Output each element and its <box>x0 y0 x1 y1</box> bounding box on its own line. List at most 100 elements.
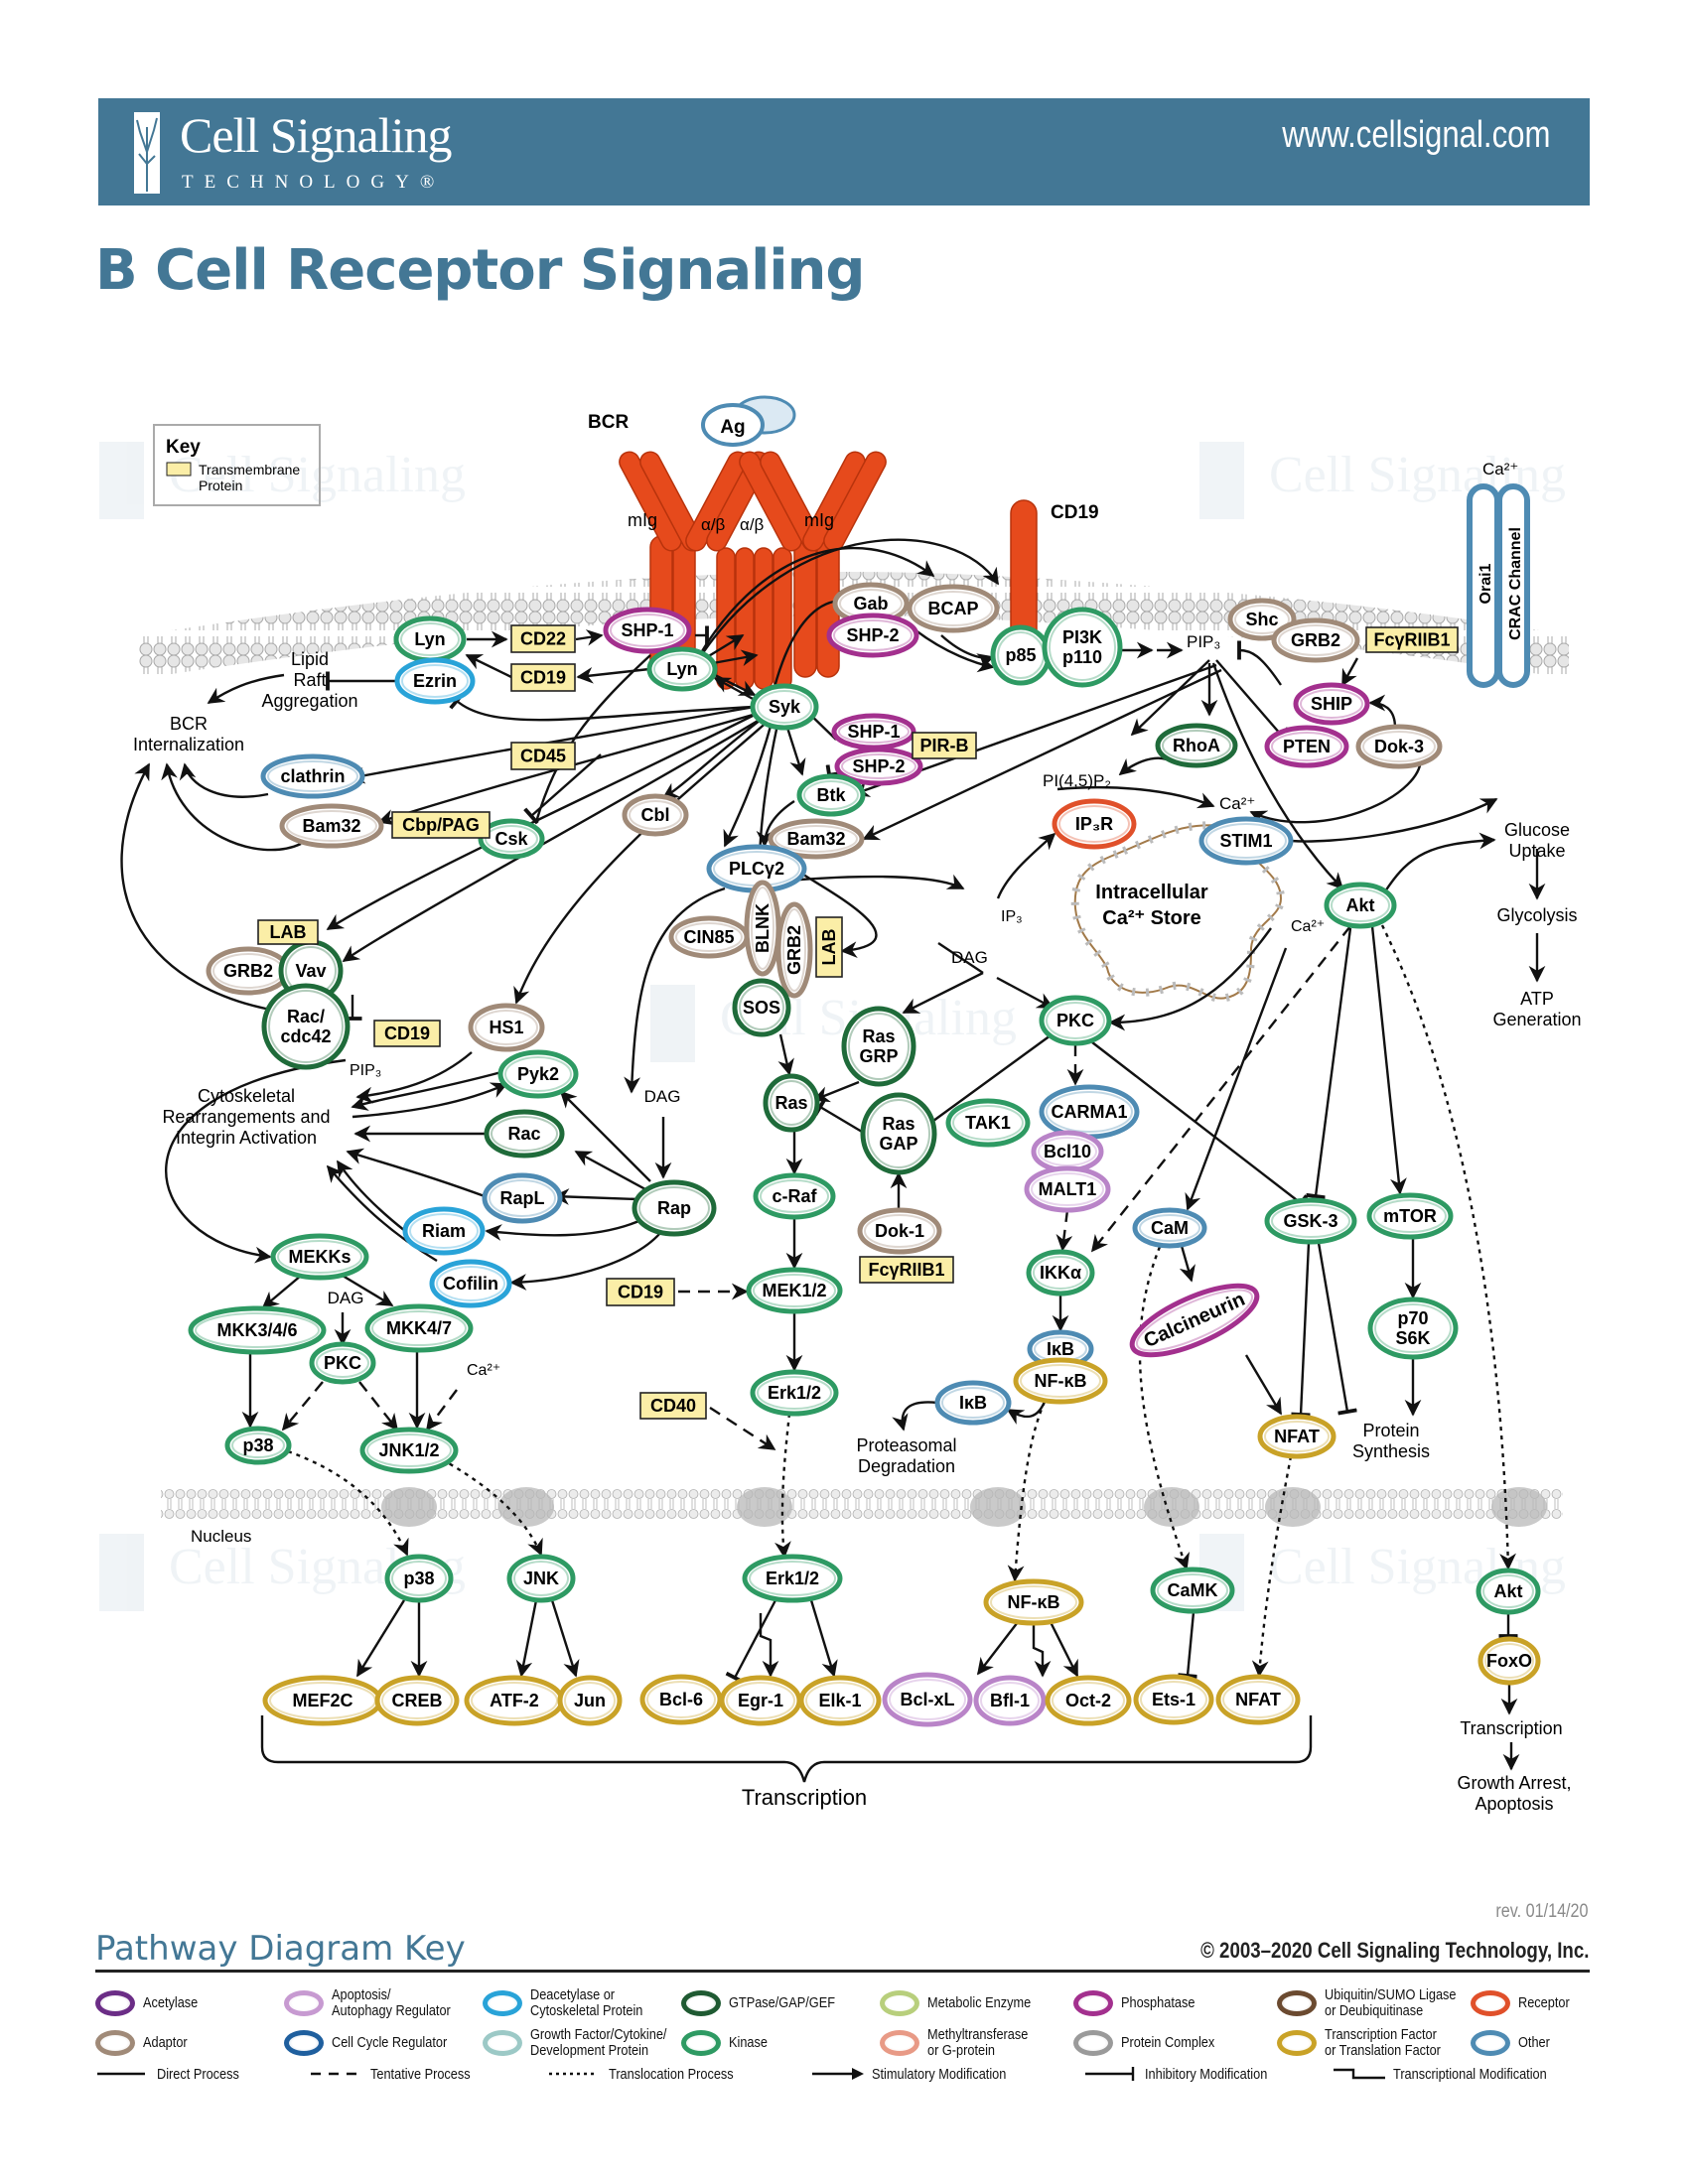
node-cbl[interactable]: Cbl <box>622 793 689 837</box>
node-lyn-a[interactable]: Lyn <box>393 615 467 663</box>
node-cam[interactable]: CaM <box>1132 1207 1207 1249</box>
node-dok1[interactable]: Dok-1 <box>857 1207 942 1255</box>
box-lab-a[interactable]: LAB <box>257 919 319 945</box>
box-cd19-b[interactable]: CD19 <box>373 1020 441 1047</box>
node-hs1[interactable]: HS1 <box>468 1003 545 1052</box>
node-shp2-b[interactable]: SHP-2 <box>834 747 923 786</box>
node-atf2[interactable]: ATF-2 <box>464 1675 565 1726</box>
node-jnk[interactable]: JNK <box>506 1554 576 1603</box>
box-cd45[interactable]: CD45 <box>510 742 576 770</box>
node-cofilin[interactable]: Cofilin <box>429 1259 512 1308</box>
node-bcl10[interactable]: Bcl10 <box>1031 1130 1104 1173</box>
node-lyn-b[interactable]: Lyn <box>646 646 718 692</box>
node-nfat-b[interactable]: NFAT <box>1215 1674 1301 1725</box>
node-erk-b[interactable]: Erk1/2 <box>742 1554 843 1603</box>
node-p38-b[interactable]: p38 <box>384 1554 454 1603</box>
node-jnk12[interactable]: JNK1/2 <box>359 1427 459 1474</box>
node-pyk2[interactable]: Pyk2 <box>497 1049 579 1099</box>
node-mef2c[interactable]: MEF2C <box>262 1675 383 1726</box>
node-mkk346[interactable]: MKK3/4/6 <box>188 1305 327 1355</box>
node-ezrin[interactable]: Ezrin <box>394 657 476 705</box>
node-rac[interactable]: Rac <box>484 1109 565 1159</box>
node-craf[interactable]: c-Raf <box>753 1172 836 1220</box>
node-ikb-b[interactable]: IκB <box>934 1380 1012 1426</box>
node-nfat-a[interactable]: NFAT <box>1257 1414 1336 1459</box>
box-lab-b[interactable]: LAB <box>815 916 843 978</box>
node-akt-b[interactable]: Akt <box>1476 1568 1541 1615</box>
node-rhoa[interactable]: RhoA <box>1155 723 1238 768</box>
node-bam32-b[interactable]: Bam32 <box>768 818 865 860</box>
node-mek12[interactable]: MEK1/2 <box>746 1267 843 1314</box>
node-grb2-c[interactable]: GRB2 <box>206 946 291 996</box>
node-oct2[interactable]: Oct-2 <box>1045 1675 1132 1726</box>
node-pkc-b[interactable]: PKC <box>309 1341 376 1385</box>
node-pkc-a[interactable]: PKC <box>1039 995 1112 1046</box>
node-riam[interactable]: Riam <box>402 1206 486 1256</box>
node-egr1[interactable]: Egr-1 <box>719 1675 802 1726</box>
node-bfl1[interactable]: Bfl-1 <box>973 1675 1047 1726</box>
node-shp2-a[interactable]: SHP-2 <box>826 613 919 658</box>
node-dok3[interactable]: Dok-3 <box>1355 724 1443 769</box>
box-cd40[interactable]: CD40 <box>639 1392 707 1420</box>
node-rac-cdc42[interactable]: Rac/cdc42 <box>261 983 351 1070</box>
node-pten[interactable]: PTEN <box>1264 725 1349 768</box>
box-cd19-c[interactable]: CD19 <box>606 1278 675 1306</box>
box-pirb[interactable]: PIR-B <box>912 732 977 759</box>
node-bclxl[interactable]: Bcl-xL <box>882 1672 973 1727</box>
node-bcl6[interactable]: Bcl-6 <box>639 1674 723 1725</box>
node-ikka[interactable]: IKKα <box>1026 1249 1095 1297</box>
node-nfkb-a[interactable]: NF-κB <box>1013 1357 1108 1405</box>
node-gsk3[interactable]: GSK-3 <box>1264 1197 1357 1245</box>
node-shape <box>1476 1568 1541 1615</box>
node-rapl[interactable]: RapL <box>482 1172 563 1224</box>
box-cd19-a[interactable]: CD19 <box>510 663 576 692</box>
node-tak1[interactable]: TAK1 <box>945 1098 1031 1148</box>
node-foxo[interactable]: FoxO <box>1477 1636 1541 1686</box>
node-mtor[interactable]: mTOR <box>1366 1192 1454 1240</box>
node-label: p38 <box>242 1435 273 1455</box>
node-malt1[interactable]: MALT1 <box>1024 1165 1111 1213</box>
box-fcg-b[interactable]: FcγRIIB1 <box>859 1256 954 1284</box>
node-camk[interactable]: CaMK <box>1150 1567 1235 1614</box>
node-mkk47[interactable]: MKK4/7 <box>364 1303 474 1353</box>
node-cin85[interactable]: CIN85 <box>668 915 750 959</box>
node-shape <box>934 1380 1012 1426</box>
node-p85[interactable]: p85 <box>990 624 1052 686</box>
box-cd22[interactable]: CD22 <box>510 624 576 653</box>
node-carma1[interactable]: CARMA1 <box>1039 1084 1140 1140</box>
node-rap[interactable]: Rap <box>632 1179 717 1237</box>
node-sos[interactable]: SOS <box>732 978 791 1037</box>
website-link[interactable]: www.cellsignal.com <box>1281 114 1550 156</box>
node-p38-a[interactable]: p38 <box>224 1426 292 1465</box>
node-jun[interactable]: Jun <box>557 1675 623 1726</box>
node-stim1[interactable]: STIM1 <box>1198 816 1294 866</box>
node-ras[interactable]: Ras <box>763 1073 820 1133</box>
node-csk[interactable]: Csk <box>478 818 545 860</box>
box-cbp[interactable]: Cbp/PAG <box>391 811 491 839</box>
node-bam32-a[interactable]: Bam32 <box>279 803 384 849</box>
node-nfkb-b[interactable]: NF-κB <box>983 1578 1084 1626</box>
node-ship[interactable]: SHIP <box>1293 682 1370 726</box>
node-mekks[interactable]: MEKKs <box>270 1233 369 1281</box>
node-calcineurin[interactable]: Calcineurin <box>1124 1272 1266 1368</box>
node-blnk[interactable]: BLNK <box>744 880 781 977</box>
box-fcg-a[interactable]: FcγRIIB1 <box>1365 626 1459 653</box>
node-btk[interactable]: Btk <box>796 773 866 817</box>
node-ip3r[interactable]: IP₃R <box>1052 798 1137 850</box>
node-erk-a[interactable]: Erk1/2 <box>750 1369 839 1417</box>
node-elk1[interactable]: Elk-1 <box>798 1675 882 1726</box>
node-bcap[interactable]: BCAP <box>907 584 1000 633</box>
node-grb2-b[interactable]: GRB2 <box>775 901 813 999</box>
node-akt[interactable]: Akt <box>1324 882 1397 929</box>
node-ets1[interactable]: Ets-1 <box>1133 1674 1214 1725</box>
node-shp1-a[interactable]: SHP-1 <box>603 607 692 654</box>
node-clathrin[interactable]: clathrin <box>260 753 365 799</box>
node-shp1-b[interactable]: SHP-1 <box>831 713 916 751</box>
node-syk[interactable]: Syk <box>750 683 819 731</box>
node-creb[interactable]: CREB <box>374 1675 460 1726</box>
node-grb2-a[interactable]: GRB2 <box>1271 617 1360 663</box>
